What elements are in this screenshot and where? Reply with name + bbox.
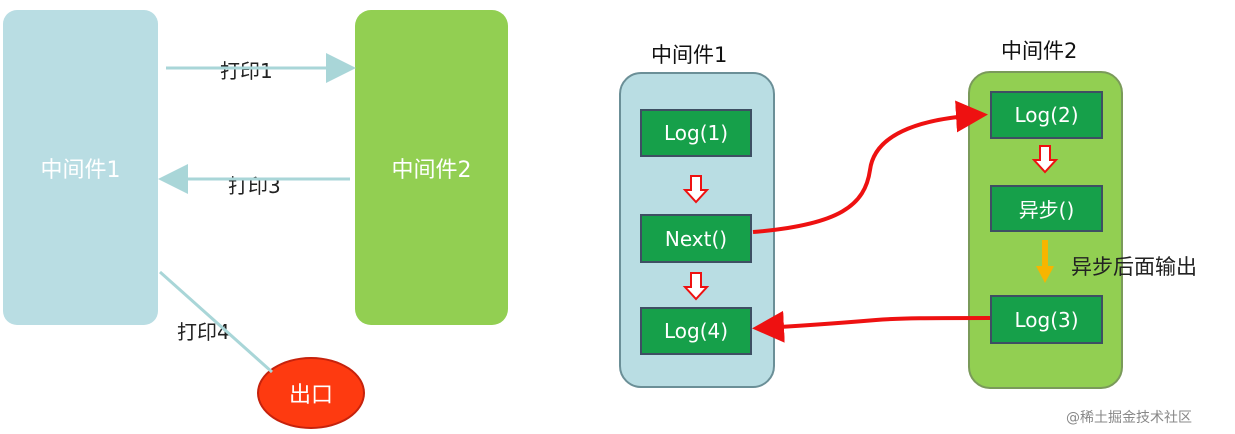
edge-label-print4: 打印4 bbox=[177, 320, 230, 344]
node-async-label: 异步() bbox=[1018, 198, 1075, 222]
edge-label-print3: 打印3 bbox=[228, 174, 281, 198]
right-middleware-2-title: 中间件2 bbox=[1001, 39, 1078, 63]
exit-node: 出口 bbox=[257, 357, 365, 429]
node-log-4: Log(4) bbox=[640, 307, 752, 355]
left-middleware-2-label: 中间件2 bbox=[391, 157, 472, 183]
left-middleware-1-box: 中间件1 bbox=[3, 10, 158, 325]
node-log-1: Log(1) bbox=[640, 109, 752, 157]
node-log-4-label: Log(4) bbox=[663, 319, 729, 343]
node-next-label: Next() bbox=[664, 226, 728, 251]
node-log-1-label: Log(1) bbox=[663, 121, 729, 145]
edge-label-print1: 打印1 bbox=[220, 59, 273, 83]
left-middleware-2-box: 中间件2 bbox=[355, 10, 508, 325]
red-arrow-log3-to-log4 bbox=[752, 310, 991, 343]
node-log-2-label: Log(2) bbox=[1014, 103, 1079, 127]
exit-label: 出口 bbox=[288, 383, 333, 408]
node-log-2: Log(2) bbox=[990, 91, 1103, 139]
node-next: Next() bbox=[640, 214, 752, 263]
node-async: 异步() bbox=[990, 185, 1103, 232]
node-log-3-label: Log(3) bbox=[1014, 307, 1079, 332]
watermark: @稀土掘金技术社区 bbox=[1066, 410, 1192, 426]
async-note: 异步后面输出 bbox=[1071, 255, 1197, 279]
red-arrow-next-to-log2 bbox=[752, 100, 988, 234]
right-middleware-1-title: 中间件1 bbox=[651, 43, 728, 67]
node-log-3: Log(3) bbox=[990, 295, 1103, 344]
left-middleware-1-label: 中间件1 bbox=[40, 157, 121, 183]
